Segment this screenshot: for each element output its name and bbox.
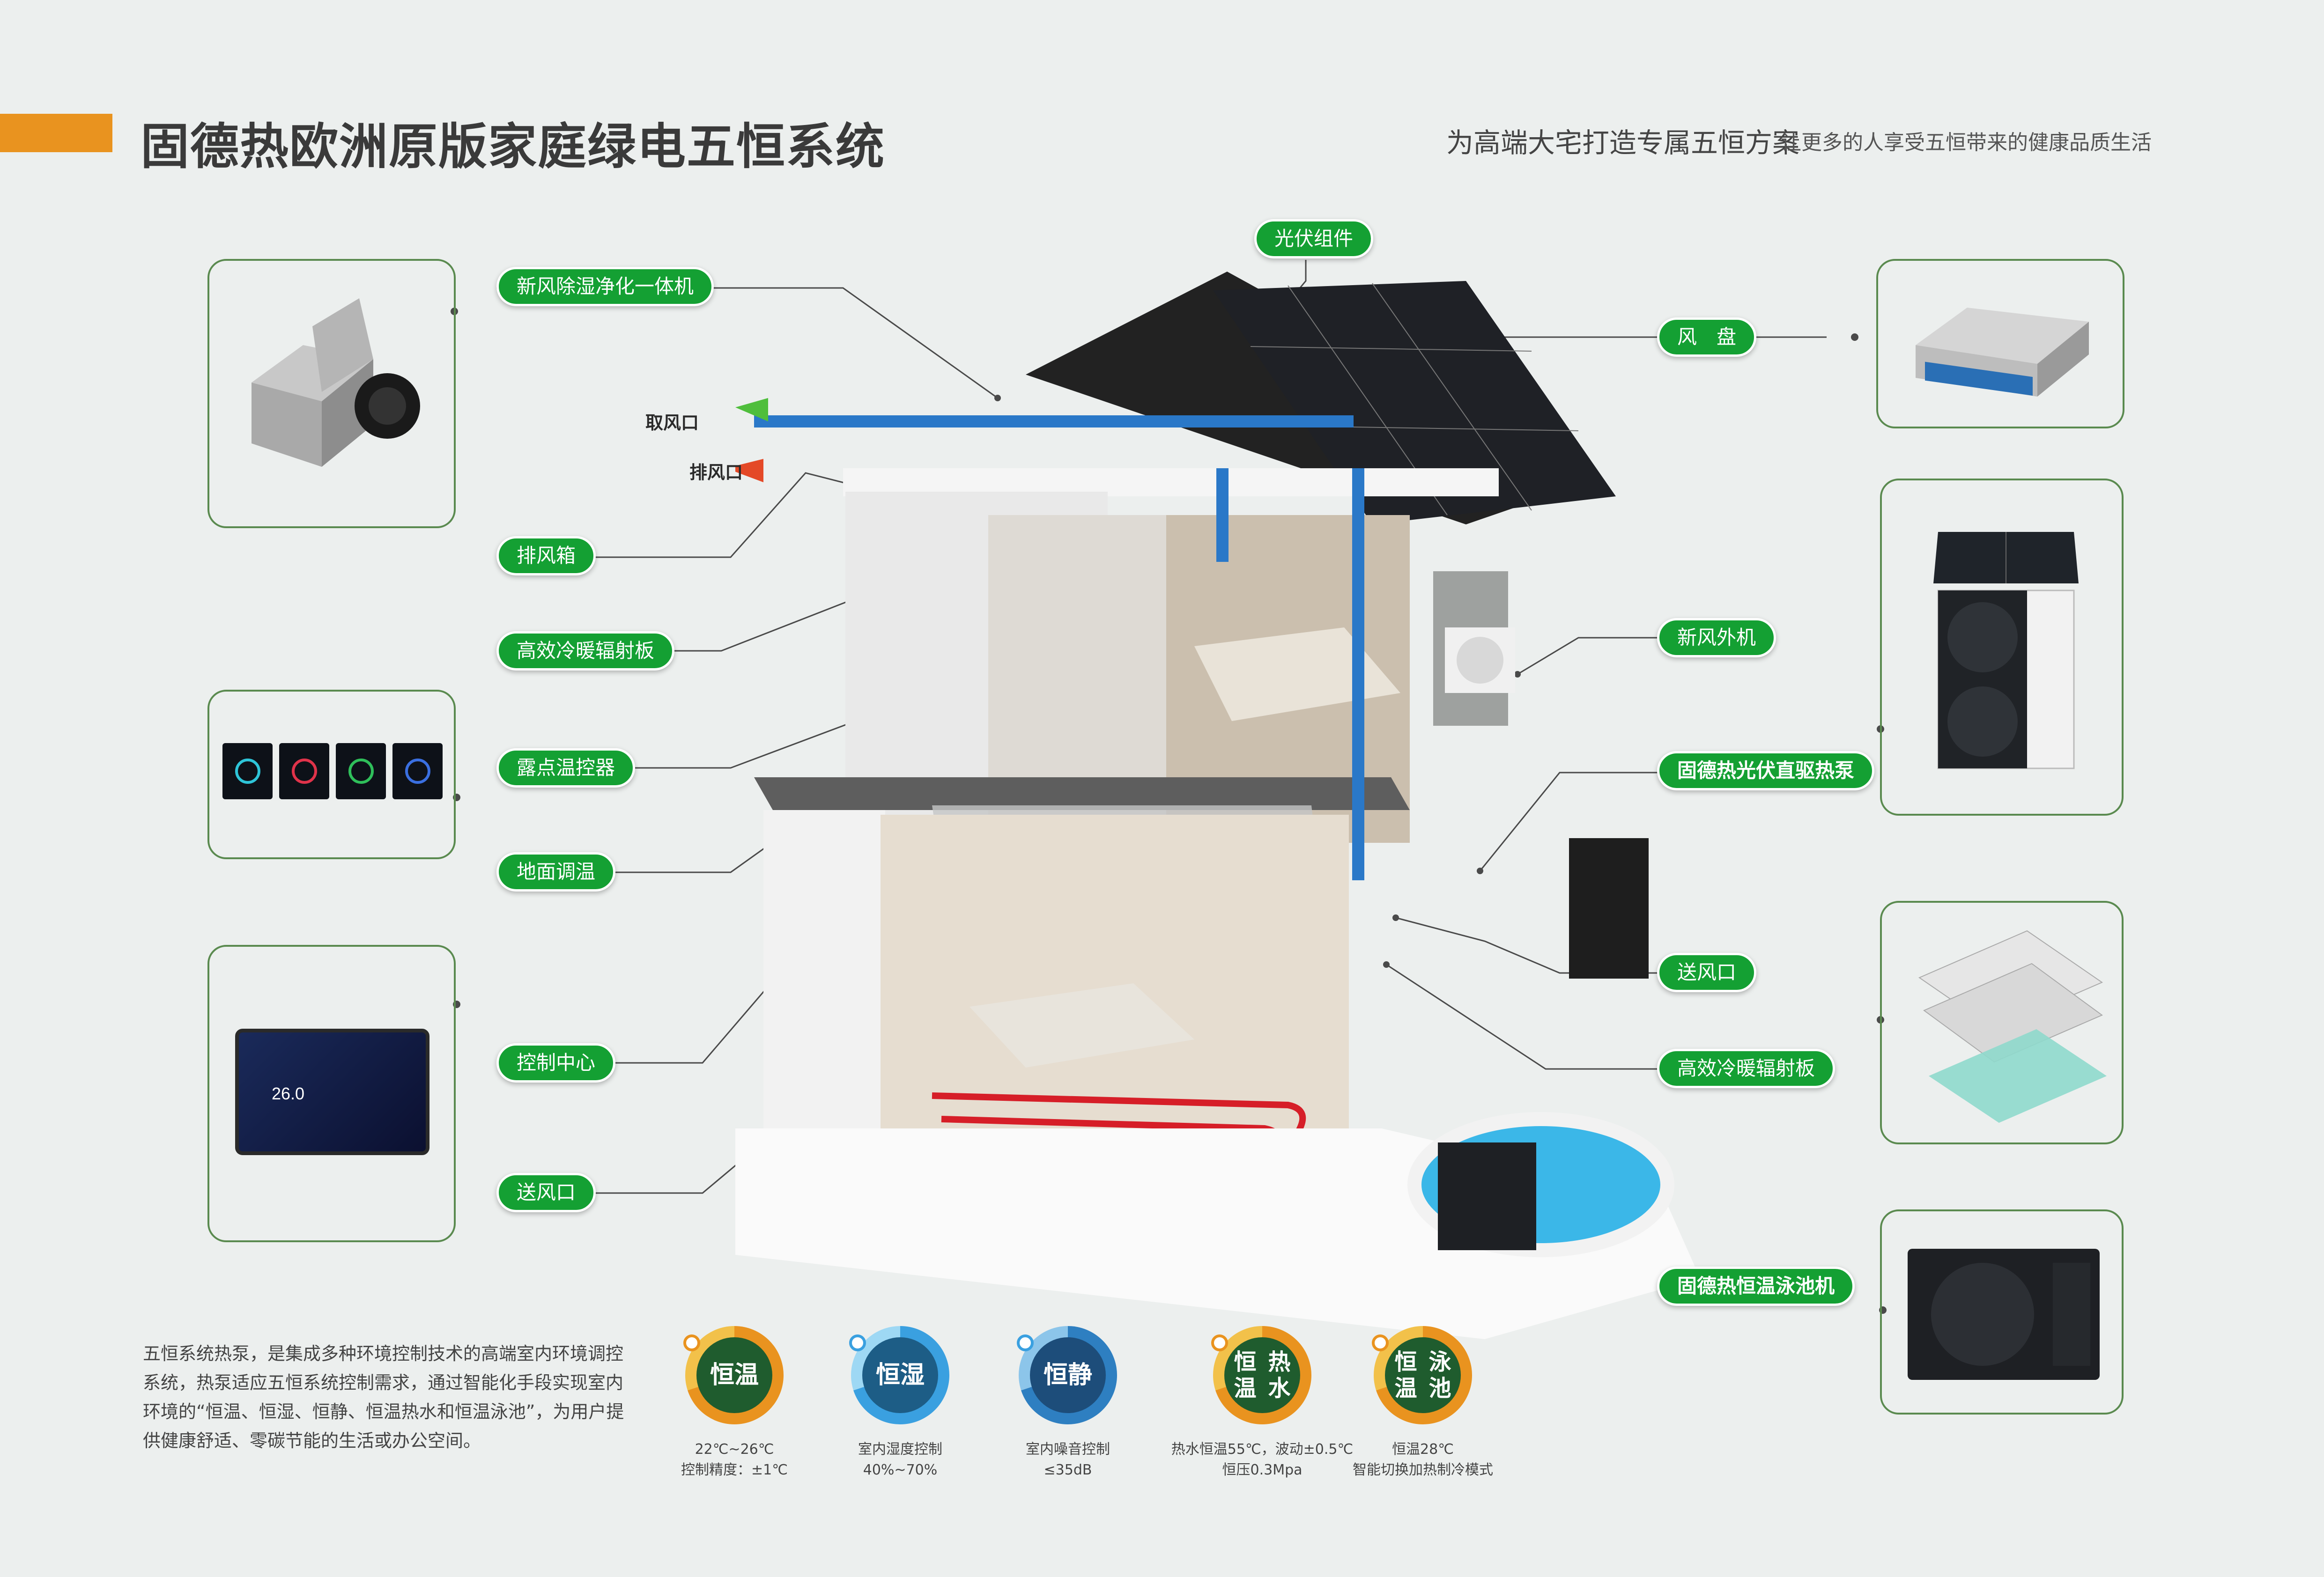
badge-text: 恒静 xyxy=(1030,1337,1106,1413)
pool-machine-image xyxy=(1908,1249,2100,1380)
feature-constant-quiet: 恒静 室内噪音控制 ≤35dB xyxy=(970,1326,1166,1481)
label-supply-vent-left: 送风口 xyxy=(496,1173,596,1212)
control-tablet-screen xyxy=(239,1032,426,1151)
badge-text: 恒温热水 xyxy=(1224,1337,1300,1413)
feature-spec-2: 40%~70% xyxy=(863,1462,938,1478)
label-exhaust-box: 排风箱 xyxy=(496,536,596,575)
feature-spec-2: 控制精度：±1℃ xyxy=(681,1462,788,1478)
label-supply-vent-right: 送风口 xyxy=(1657,953,1757,992)
feature-spec-2: 恒压0.3Mpa xyxy=(1222,1462,1303,1478)
label-floor-heating: 地面调温 xyxy=(496,852,616,892)
thermostat-panel-navy xyxy=(392,743,443,799)
thermostat-frame xyxy=(207,690,456,859)
control-tablet: 26.0 xyxy=(235,1029,429,1155)
fan-coil-image xyxy=(1916,308,2089,397)
label-pv-heat-pump: 固德热光伏直驱热泵 xyxy=(1657,751,1875,790)
feature-constant-humidity: 恒湿 室内湿度控制 40%~70% xyxy=(802,1326,999,1481)
badge-text: 恒湿 xyxy=(862,1337,938,1413)
label-fan-coil: 风 盘 xyxy=(1657,317,1757,357)
feature-spec-2: 智能切换加热制冷模式 xyxy=(1353,1462,1493,1478)
air-ducts xyxy=(754,415,1364,880)
bed xyxy=(1194,627,1400,721)
label-radiant-panel-right: 高效冷暖辐射板 xyxy=(1657,1049,1836,1088)
exhaust-arrow xyxy=(735,459,763,482)
sofa xyxy=(970,983,1194,1068)
feature-constant-pool: 恒温泳池 恒温28℃ 智能切换加热制冷模式 xyxy=(1325,1326,1521,1481)
feature-spec-1: 22℃~26℃ xyxy=(695,1441,774,1458)
label-dew-point-thermostat: 露点温控器 xyxy=(496,748,636,788)
label-pv: 光伏组件 xyxy=(1254,219,1374,258)
badge-ring: 恒温 xyxy=(683,1326,784,1424)
feature-spec-1: 热水恒温55℃，波动±0.5℃ xyxy=(1171,1441,1354,1458)
thermostat-panels xyxy=(222,743,443,804)
label-fresh-air-outdoor: 新风外机 xyxy=(1657,618,1776,657)
label-exhaust-vent: 排风口 xyxy=(689,462,743,483)
label-pool-machine: 固德热恒温泳池机 xyxy=(1657,1267,1855,1306)
thermostat-panel-red xyxy=(279,743,329,799)
feature-spec-1: 室内湿度控制 xyxy=(858,1441,942,1458)
page-tagline-secondary: 让更多的人享受五恒带来的健康品质生活 xyxy=(1781,131,2152,155)
pv-heat-pump-image xyxy=(1933,532,2079,769)
control-center-frame: 26.0 xyxy=(207,945,456,1242)
pv-heat-pump-frame xyxy=(1880,479,2124,816)
pool-machine-frame xyxy=(1880,1209,2124,1415)
badge-ring: 恒静 xyxy=(1017,1326,1117,1424)
feature-spec-1: 室内噪音控制 xyxy=(1026,1441,1110,1458)
thermostat-panel-blue xyxy=(222,743,273,799)
thermostat-panel-green xyxy=(336,743,386,799)
ground-floor-left-wall xyxy=(763,810,885,1147)
pool-unit xyxy=(1438,1142,1536,1250)
system-description: 五恒系统热泵，是集成多种环境控制技术的高端室内环境调控系统，热泵适应五恒系统控制… xyxy=(143,1343,624,1451)
fresh-air-unit-image xyxy=(252,298,420,467)
label-radiant-panel-left: 高效冷暖辐射板 xyxy=(496,631,675,671)
control-tablet-temperature: 26.0 xyxy=(272,1084,305,1103)
title-accent-bar xyxy=(0,114,112,152)
badge-text: 恒温 xyxy=(696,1337,772,1413)
badge-ring: 恒湿 xyxy=(849,1326,949,1424)
house-illustration xyxy=(735,272,1700,1339)
feature-spec-2: ≤35dB xyxy=(1044,1462,1092,1478)
radiant-panel-frame xyxy=(1880,901,2124,1144)
page-tagline: 为高端大宅打造专属五恒方案 xyxy=(1446,127,1800,159)
feature-constant-temperature: 恒温 22℃~26℃ 控制精度：±1℃ xyxy=(636,1326,833,1481)
feature-constant-hot-water: 恒温热水 热水恒温55℃，波动±0.5℃ 恒压0.3Mpa xyxy=(1164,1326,1361,1481)
badge-ring: 恒温泳池 xyxy=(1372,1326,1472,1424)
heat-pump-unit xyxy=(1569,838,1649,979)
label-control-center: 控制中心 xyxy=(496,1043,616,1083)
label-fresh-air-unit: 新风除湿净化一体机 xyxy=(496,267,714,306)
fresh-air-unit-frame xyxy=(207,259,456,528)
badge-text: 恒温泳池 xyxy=(1385,1337,1461,1413)
middle-floor-slab xyxy=(754,777,1410,810)
page-title: 固德热欧洲原版家庭绿电五恒系统 xyxy=(141,118,886,175)
label-intake: 取风口 xyxy=(645,413,699,433)
intake-arrow xyxy=(735,398,768,421)
badge-ring: 恒温热水 xyxy=(1211,1326,1311,1424)
fan-coil-frame xyxy=(1876,259,2124,428)
feature-spec-1: 恒温28℃ xyxy=(1392,1441,1454,1458)
radiant-panel-image xyxy=(1918,930,2107,1123)
living-room xyxy=(881,815,1349,1142)
solar-panels-left xyxy=(1213,281,1616,524)
